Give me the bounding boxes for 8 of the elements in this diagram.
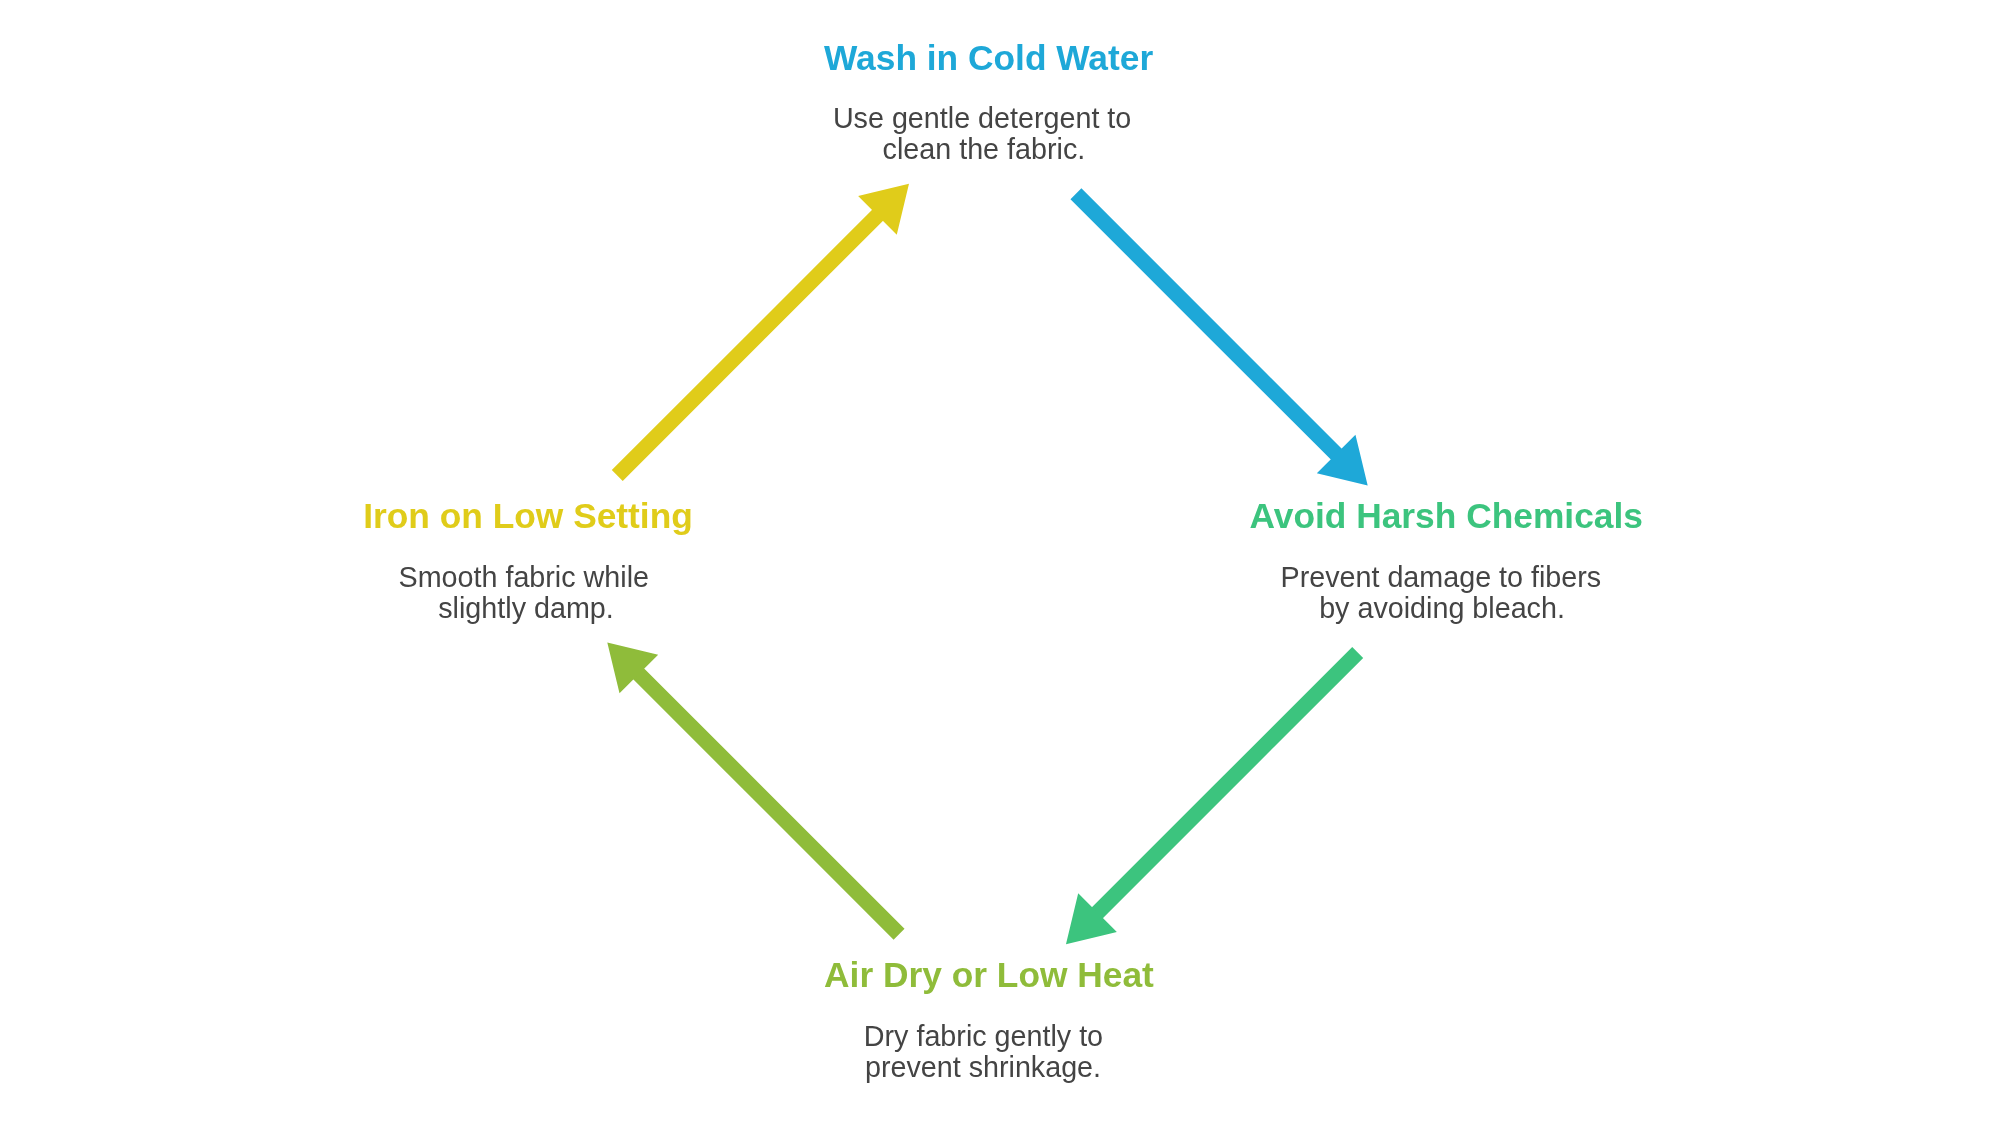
- arrow: [606, 642, 905, 940]
- node-text: Wash in Cold Water Use gentle detergent to clean the fabric.: [823, 37, 1153, 166]
- arrow: [1069, 188, 1368, 486]
- node-text: Air Dry or Low Heat Dry fabric gently to prevent shrinkage.: [823, 954, 1154, 1083]
- node-text: Iron on Low Setting Smooth fabric while slightly damp.: [362, 496, 693, 624]
- arrow: [1065, 646, 1363, 945]
- arrow: [611, 183, 909, 482]
- node-text: Avoid Harsh Chemicals Prevent damage to fibers by avoiding bleach.: [1249, 496, 1643, 624]
